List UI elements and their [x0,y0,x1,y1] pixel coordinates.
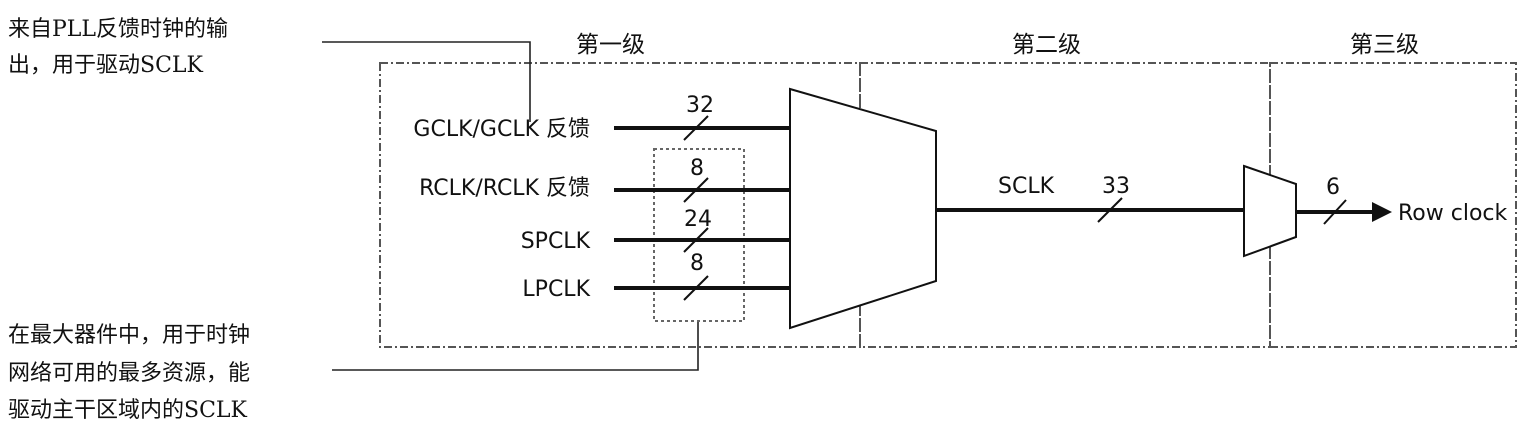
slash-gclk [683,115,709,141]
first-level-mux [789,87,937,330]
output-width: 6 [1326,175,1340,200]
sclk-width: 33 [1102,174,1130,199]
stage-2-title: 第二级 [1012,32,1081,58]
width-gclk: 32 [686,93,714,118]
input-label-spclk: SPCLK [521,229,591,254]
stage-1-box [379,62,861,348]
stage-3-title: 第三级 [1350,32,1419,58]
slash-rclk [683,177,709,203]
annotation-bottom-leader [332,322,699,371]
output-arrow-icon [1372,202,1392,222]
sclk-label: SCLK [998,174,1055,199]
width-rclk: 8 [690,156,704,181]
resource-group-box [653,148,745,322]
stage-1-title: 第一级 [576,32,645,58]
slash-spclk [683,227,709,253]
width-spclk: 24 [684,207,712,232]
input-label-lpclk: LPCLK [522,277,590,302]
annotation-bottom-line-2: 网络可用的最多资源，能 [8,361,250,386]
third-level-mux [1243,164,1297,258]
annotation-top-line-2: 出，用于驱动SCLK [8,53,204,78]
annotation-top-line-1: 来自PLL反馈时钟的输 [8,17,228,42]
input-label-gclk: GCLK/GCLK 反馈 [413,117,590,142]
output-label: Row clock [1398,201,1508,226]
annotation-top-leader [322,41,531,122]
input-buses [614,126,790,290]
annotation-bottom-line-3: 驱动主干区域内的SCLK [8,398,248,423]
slash-lpclk [683,275,709,301]
width-lpclk: 8 [690,251,704,276]
annotation-bottom-line-1: 在最大器件中，用于时钟 [8,323,250,348]
stage-boxes [379,62,1517,348]
input-label-rclk: RCLK/RCLK 反馈 [419,176,590,201]
